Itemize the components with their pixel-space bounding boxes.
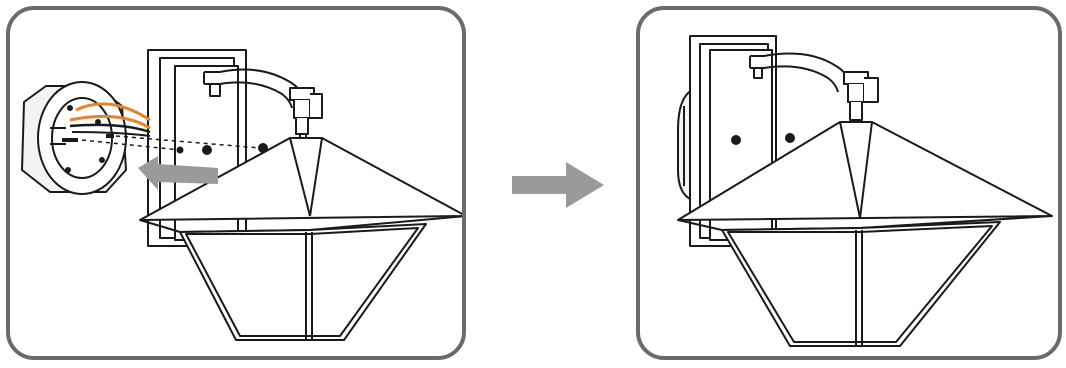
screws xyxy=(62,134,261,151)
hanger-bracket xyxy=(843,71,879,121)
right-arrow-icon xyxy=(512,162,604,208)
panel-after xyxy=(636,6,1062,360)
lantern-installed-icon xyxy=(677,35,1053,347)
panel-before xyxy=(6,6,466,360)
wires xyxy=(69,102,151,137)
hanger-bracket xyxy=(289,87,323,139)
lantern-mounting-icon xyxy=(21,49,462,341)
lantern-glass xyxy=(179,223,427,341)
lantern-glass xyxy=(721,221,1001,347)
left-arrow-icon xyxy=(138,156,218,190)
